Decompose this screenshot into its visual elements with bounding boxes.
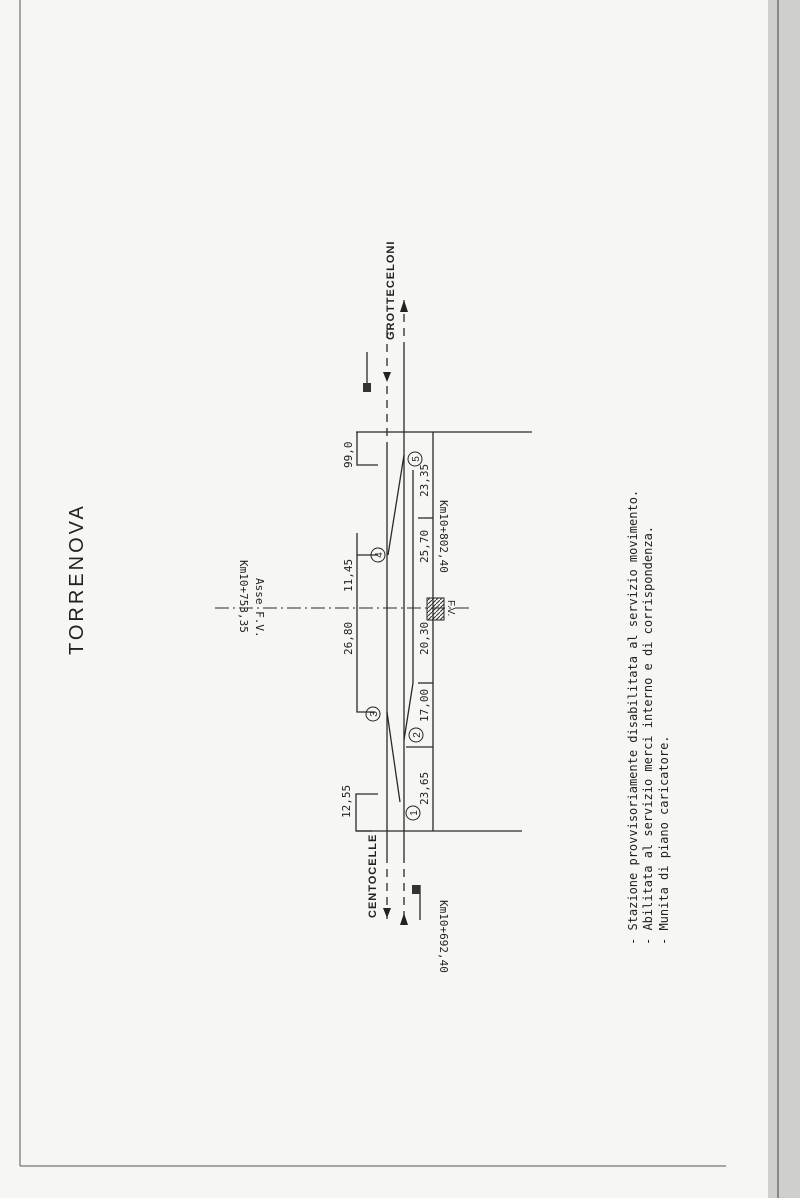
- dim-25-70: 25,70: [418, 530, 431, 563]
- note-2: - Abilitata al servizio merci interno e …: [641, 526, 655, 945]
- svg-text:1: 1: [409, 810, 420, 816]
- dim-17-00: 17,00: [418, 689, 431, 722]
- building-label: F.V.: [445, 600, 456, 616]
- switch-5: 5: [407, 451, 423, 467]
- station-title: TORRENOVA: [66, 503, 88, 655]
- svg-text:3: 3: [369, 711, 380, 717]
- page-edge-shadow: [768, 0, 800, 1198]
- km-axis-label: Km10+753,35: [237, 560, 250, 633]
- dim-20-30: 20,30: [418, 622, 431, 655]
- note-1: - Stazione provvisoriamente disabilitata…: [626, 490, 640, 945]
- signal-centocelle: [412, 885, 421, 920]
- station-building: [426, 597, 445, 621]
- switch-3: 3: [365, 706, 381, 722]
- dim-11-45: 11,45: [342, 559, 355, 592]
- dim-23-65: 23,65: [418, 772, 431, 805]
- km-start-label: Km10+692,40: [437, 900, 450, 973]
- crossover-and-siding: [386, 454, 414, 803]
- main-track-1: [383, 330, 391, 920]
- station-grotteceloni: GROTTECELONI: [385, 241, 397, 340]
- dim-23-35: 23,35: [418, 464, 431, 497]
- switch-1: 1: [405, 805, 421, 821]
- switch-2: 2: [408, 727, 424, 743]
- station-centocelle: CENTOCELLE: [367, 834, 379, 918]
- main-track-2: [400, 300, 408, 925]
- dim-12-55: 12,55: [340, 785, 353, 818]
- switch-4: 4: [370, 547, 386, 563]
- svg-text:2: 2: [412, 732, 423, 738]
- km-end-label: Km10+802,40: [437, 500, 450, 573]
- dim-26-80: 26,80: [342, 622, 355, 655]
- svg-text:5: 5: [411, 456, 422, 462]
- signal-grotteceloni: [363, 352, 371, 392]
- axis-label: Asse F.V.: [253, 578, 266, 638]
- svg-text:4: 4: [374, 552, 385, 558]
- note-3: - Munita di piano caricatore.: [657, 735, 671, 945]
- dimension-lines: [355, 432, 434, 832]
- dim-99-0: 99,0: [342, 442, 355, 469]
